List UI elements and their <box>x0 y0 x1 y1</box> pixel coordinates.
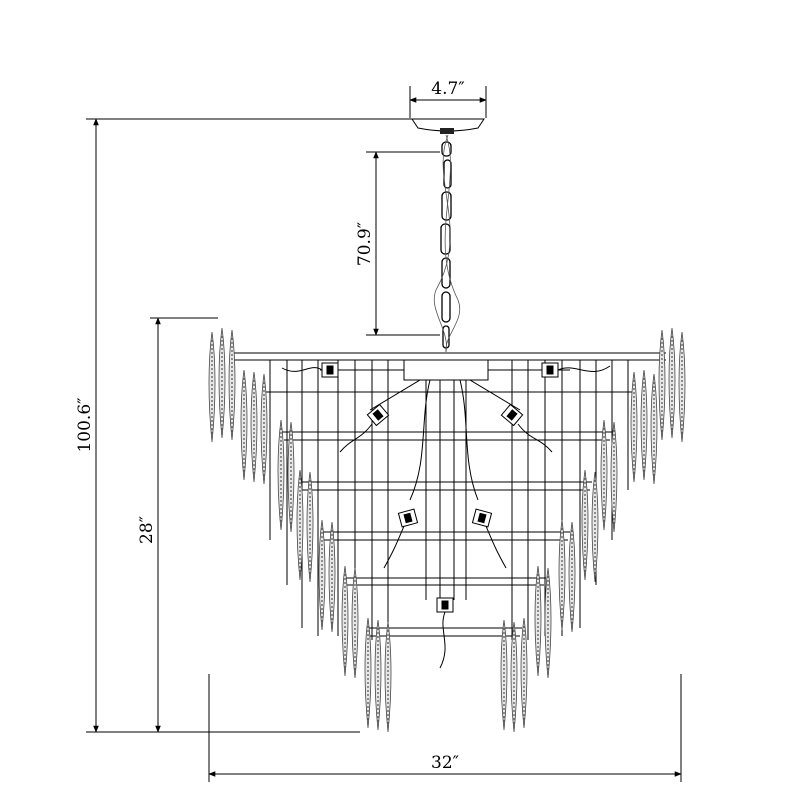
fixture-height-label: 28″ <box>137 516 157 544</box>
candle-bulbs <box>281 362 611 669</box>
canopy-width-label: 4.7″ <box>431 79 464 99</box>
crystal-strands-right <box>500 327 686 733</box>
dimension-fixture-width: 32″ <box>208 674 682 782</box>
dimension-canopy-width: 4.7″ <box>409 79 487 118</box>
overall-height-label: 100.6″ <box>75 397 95 452</box>
ceiling-canopy <box>411 118 485 134</box>
crystal-strands-left <box>208 327 392 733</box>
hanging-chain <box>433 134 461 353</box>
dimension-overall-height: 100.6″ <box>75 118 440 733</box>
dimension-chain-length: 70.9″ <box>355 151 440 336</box>
chain-length-label: 70.9″ <box>355 222 375 266</box>
dimension-fixture-height: 28″ <box>137 317 218 733</box>
chandelier-frame <box>232 352 666 640</box>
fixture-width-label: 32″ <box>431 753 459 773</box>
